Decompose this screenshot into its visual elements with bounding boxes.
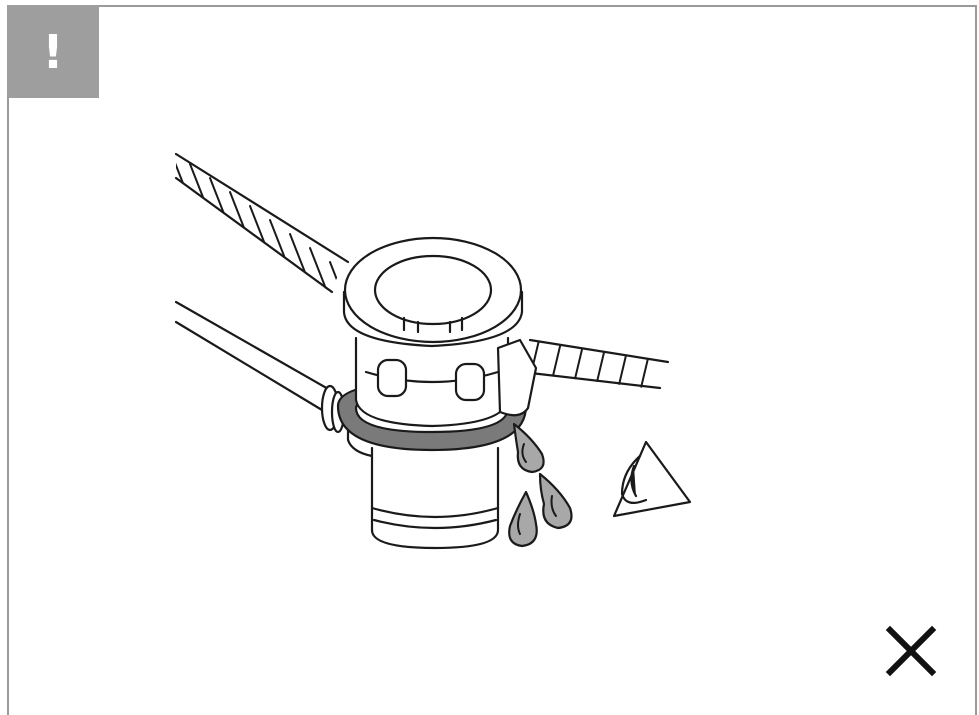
warning-symbol: ! bbox=[42, 24, 64, 79]
overflow-tube bbox=[174, 300, 346, 434]
basin-wall-right-section bbox=[520, 338, 670, 390]
water-drops bbox=[508, 422, 573, 548]
water-drop-icon bbox=[508, 490, 538, 548]
water-drop-icon bbox=[538, 472, 573, 530]
eye-inspect-icon bbox=[612, 440, 692, 518]
water-drop-icon bbox=[512, 422, 545, 474]
panel-frame bbox=[7, 5, 977, 715]
warning-badge: ! bbox=[7, 5, 99, 98]
basin-wall-section bbox=[174, 152, 350, 294]
cross-mark-icon bbox=[885, 625, 937, 677]
drain-body bbox=[336, 236, 538, 550]
